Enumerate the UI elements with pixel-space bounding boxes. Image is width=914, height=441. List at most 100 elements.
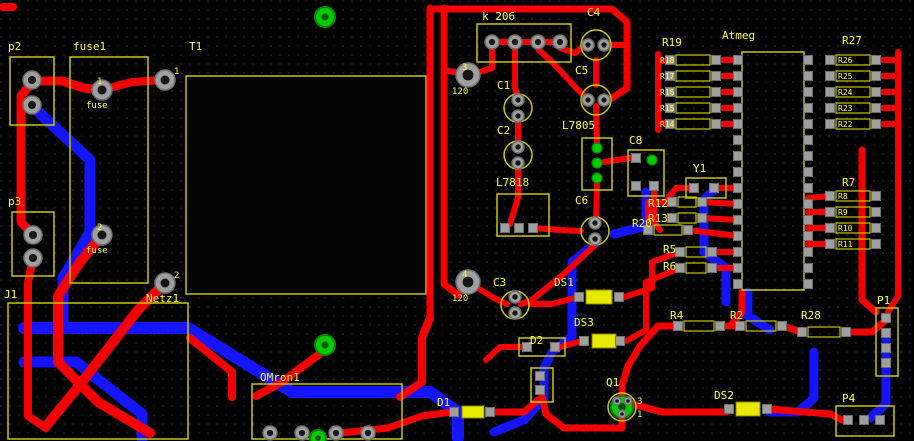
smd-pad[interactable] xyxy=(579,336,589,346)
resistor-body[interactable] xyxy=(835,190,871,202)
trace-top-layer[interactable] xyxy=(518,242,598,307)
smd-pad[interactable] xyxy=(724,404,734,414)
smd-pad[interactable] xyxy=(528,223,538,233)
smd-pad[interactable] xyxy=(500,223,510,233)
resistor-pad[interactable] xyxy=(683,225,693,235)
smd-pad[interactable] xyxy=(631,181,641,191)
resistor-pad[interactable] xyxy=(707,247,717,257)
resistor-pad[interactable] xyxy=(871,223,881,233)
resistor-pad[interactable] xyxy=(667,197,677,207)
resistor-pad[interactable] xyxy=(665,71,675,81)
resistor-body[interactable] xyxy=(675,86,711,98)
mcu-pin-pad[interactable] xyxy=(733,151,743,161)
trace-top-layer[interactable] xyxy=(699,199,741,207)
trace-top-layer[interactable] xyxy=(252,348,326,400)
resistor-body[interactable] xyxy=(745,320,777,332)
mcu-pin-pad[interactable] xyxy=(803,215,813,225)
trace-top-layer[interactable] xyxy=(507,160,521,227)
trace-top-layer[interactable] xyxy=(628,400,730,416)
smd-pad[interactable] xyxy=(881,343,891,353)
resistor-body[interactable] xyxy=(675,54,711,66)
smd-pad[interactable] xyxy=(689,183,699,193)
resistor-pad[interactable] xyxy=(643,225,653,235)
mcu-pin-pad[interactable] xyxy=(803,231,813,241)
trace-top-layer[interactable] xyxy=(593,179,600,223)
mcu-pin-pad[interactable] xyxy=(803,151,813,161)
resistor-pad[interactable] xyxy=(871,71,881,81)
resistor-pad[interactable] xyxy=(825,239,835,249)
trace-top-layer[interactable] xyxy=(186,334,236,401)
resistor-body[interactable] xyxy=(675,118,711,130)
trace-top-layer[interactable] xyxy=(645,199,675,229)
smd-pad[interactable] xyxy=(843,415,853,425)
resistor-pad[interactable] xyxy=(871,119,881,129)
resistor-pad[interactable] xyxy=(697,197,707,207)
smd-pad[interactable] xyxy=(762,404,772,414)
resistor-pad[interactable] xyxy=(665,119,675,129)
silkscreen-outline[interactable] xyxy=(7,302,189,440)
resistor-pad[interactable] xyxy=(871,239,881,249)
mcu-pin-pad[interactable] xyxy=(733,215,743,225)
trace-top-layer[interactable] xyxy=(621,249,683,300)
trace-top-layer[interactable] xyxy=(665,185,697,201)
smd-pad[interactable] xyxy=(881,358,891,368)
silkscreen-outline[interactable] xyxy=(835,405,895,437)
smd-pad[interactable] xyxy=(631,153,641,163)
silkscreen-outline[interactable] xyxy=(581,137,613,191)
trace-bottom-layer[interactable] xyxy=(489,363,549,437)
trace-top-layer[interactable] xyxy=(41,278,170,431)
silkscreen-outline[interactable] xyxy=(518,337,566,357)
smd-pad[interactable] xyxy=(485,407,495,417)
mcu-pin-pad[interactable] xyxy=(733,231,743,241)
resistor-pad[interactable] xyxy=(777,321,787,331)
resistor-pad[interactable] xyxy=(825,87,835,97)
resistor-pad[interactable] xyxy=(711,55,721,65)
mcu-pin-pad[interactable] xyxy=(803,55,813,65)
silkscreen-outline[interactable] xyxy=(476,23,572,63)
trace-top-layer[interactable] xyxy=(557,338,585,350)
mcu-pin-pad[interactable] xyxy=(803,279,813,289)
trace-top-layer[interactable] xyxy=(728,288,746,328)
trace-top-layer[interactable] xyxy=(618,322,682,402)
trace-top-layer[interactable] xyxy=(842,316,890,336)
silkscreen-outline[interactable] xyxy=(69,56,149,284)
mcu-pin-pad[interactable] xyxy=(733,247,743,257)
trace-top-layer[interactable] xyxy=(601,155,633,165)
smd-pad[interactable] xyxy=(881,313,891,323)
mcu-pin-pad[interactable] xyxy=(733,55,743,65)
smd-pad[interactable] xyxy=(535,371,545,381)
resistor-body[interactable] xyxy=(835,102,871,114)
trace-bottom-layer[interactable] xyxy=(743,287,775,335)
resistor-pad[interactable] xyxy=(825,55,835,65)
smd-pad[interactable] xyxy=(859,415,869,425)
resistor-body[interactable] xyxy=(677,212,697,224)
mcu-pin-pad[interactable] xyxy=(803,135,813,145)
mcu-pin-pad[interactable] xyxy=(733,279,743,289)
trace-bottom-layer[interactable] xyxy=(699,185,731,307)
mcu-pin-pad[interactable] xyxy=(803,263,813,273)
resistor-body[interactable] xyxy=(835,238,871,250)
mcu-pin-pad[interactable] xyxy=(733,199,743,209)
trace-top-layer[interactable] xyxy=(418,4,434,340)
trace-top-layer[interactable] xyxy=(685,227,741,239)
trace-top-layer[interactable] xyxy=(623,265,683,344)
resistor-pad[interactable] xyxy=(665,103,675,113)
trace-top-layer[interactable] xyxy=(530,225,584,234)
green-pad[interactable] xyxy=(591,172,603,184)
resistor-pad[interactable] xyxy=(673,321,683,331)
mcu-pin-pad[interactable] xyxy=(803,183,813,193)
mcu-pin-pad[interactable] xyxy=(733,87,743,97)
resistor-body[interactable] xyxy=(835,86,871,98)
resistor-body[interactable] xyxy=(685,246,707,258)
silkscreen-circle[interactable] xyxy=(607,392,637,422)
resistor-pad[interactable] xyxy=(871,87,881,97)
resistor-body[interactable] xyxy=(807,326,841,338)
resistor-pad[interactable] xyxy=(825,223,835,233)
resistor-body[interactable] xyxy=(835,222,871,234)
trace-top-layer[interactable] xyxy=(699,215,741,223)
smd-pad[interactable] xyxy=(449,407,459,417)
trace-bottom-layer[interactable] xyxy=(18,322,436,398)
mcu-pin-pad[interactable] xyxy=(803,103,813,113)
resistor-pad[interactable] xyxy=(735,321,745,331)
